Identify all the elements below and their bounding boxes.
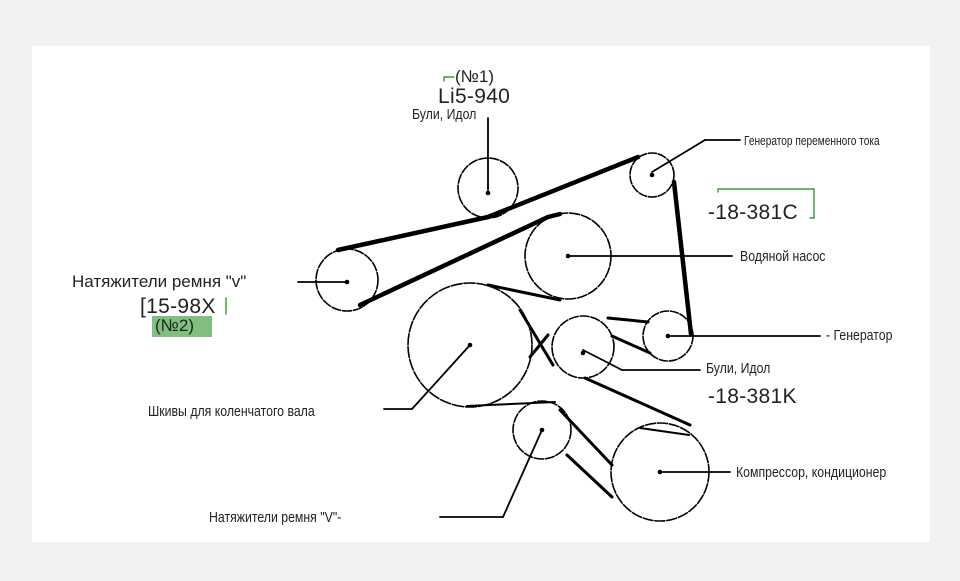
belt-upper: [335, 154, 694, 337]
top-pulley-label: Були, Идол: [412, 106, 477, 123]
generator-label: - Генератор: [826, 327, 893, 344]
leader-lines: [297, 117, 821, 518]
crankshaft-pulley: [407, 282, 533, 408]
part-x-number: [15-98X: [140, 295, 216, 318]
compressor-label: Компрессор, кондиционер: [736, 464, 887, 481]
crankshaft-label: Шкивы для коленчатого вала: [148, 403, 315, 420]
belt-edges: [466, 401, 690, 436]
idler-label: Були, Идол: [706, 360, 771, 377]
tensioner-label: Натяжители ремня "v": [72, 272, 247, 291]
lower-tensioner-label: Натяжители ремня "V"-: [209, 509, 342, 526]
top-part-number: Li5-940: [438, 85, 511, 108]
idler-pulley: [551, 315, 615, 379]
diagram-canvas: [32, 46, 930, 542]
lower-tensioner-pulley: [512, 400, 572, 460]
highlight-brackets: [225, 76, 815, 315]
number-2-highlight: (№2): [152, 316, 213, 337]
alternator-ac-label: Генератор переменного тока: [744, 133, 880, 148]
belt-lower: [486, 283, 692, 499]
alternator-ac-pulley: [629, 152, 675, 198]
part-c-number: -18-381C: [708, 201, 798, 224]
part-k-number: -18-381K: [708, 385, 797, 408]
top-pulley-number: (№1): [455, 67, 495, 86]
water-pump-label: Водяной насос: [740, 248, 826, 265]
